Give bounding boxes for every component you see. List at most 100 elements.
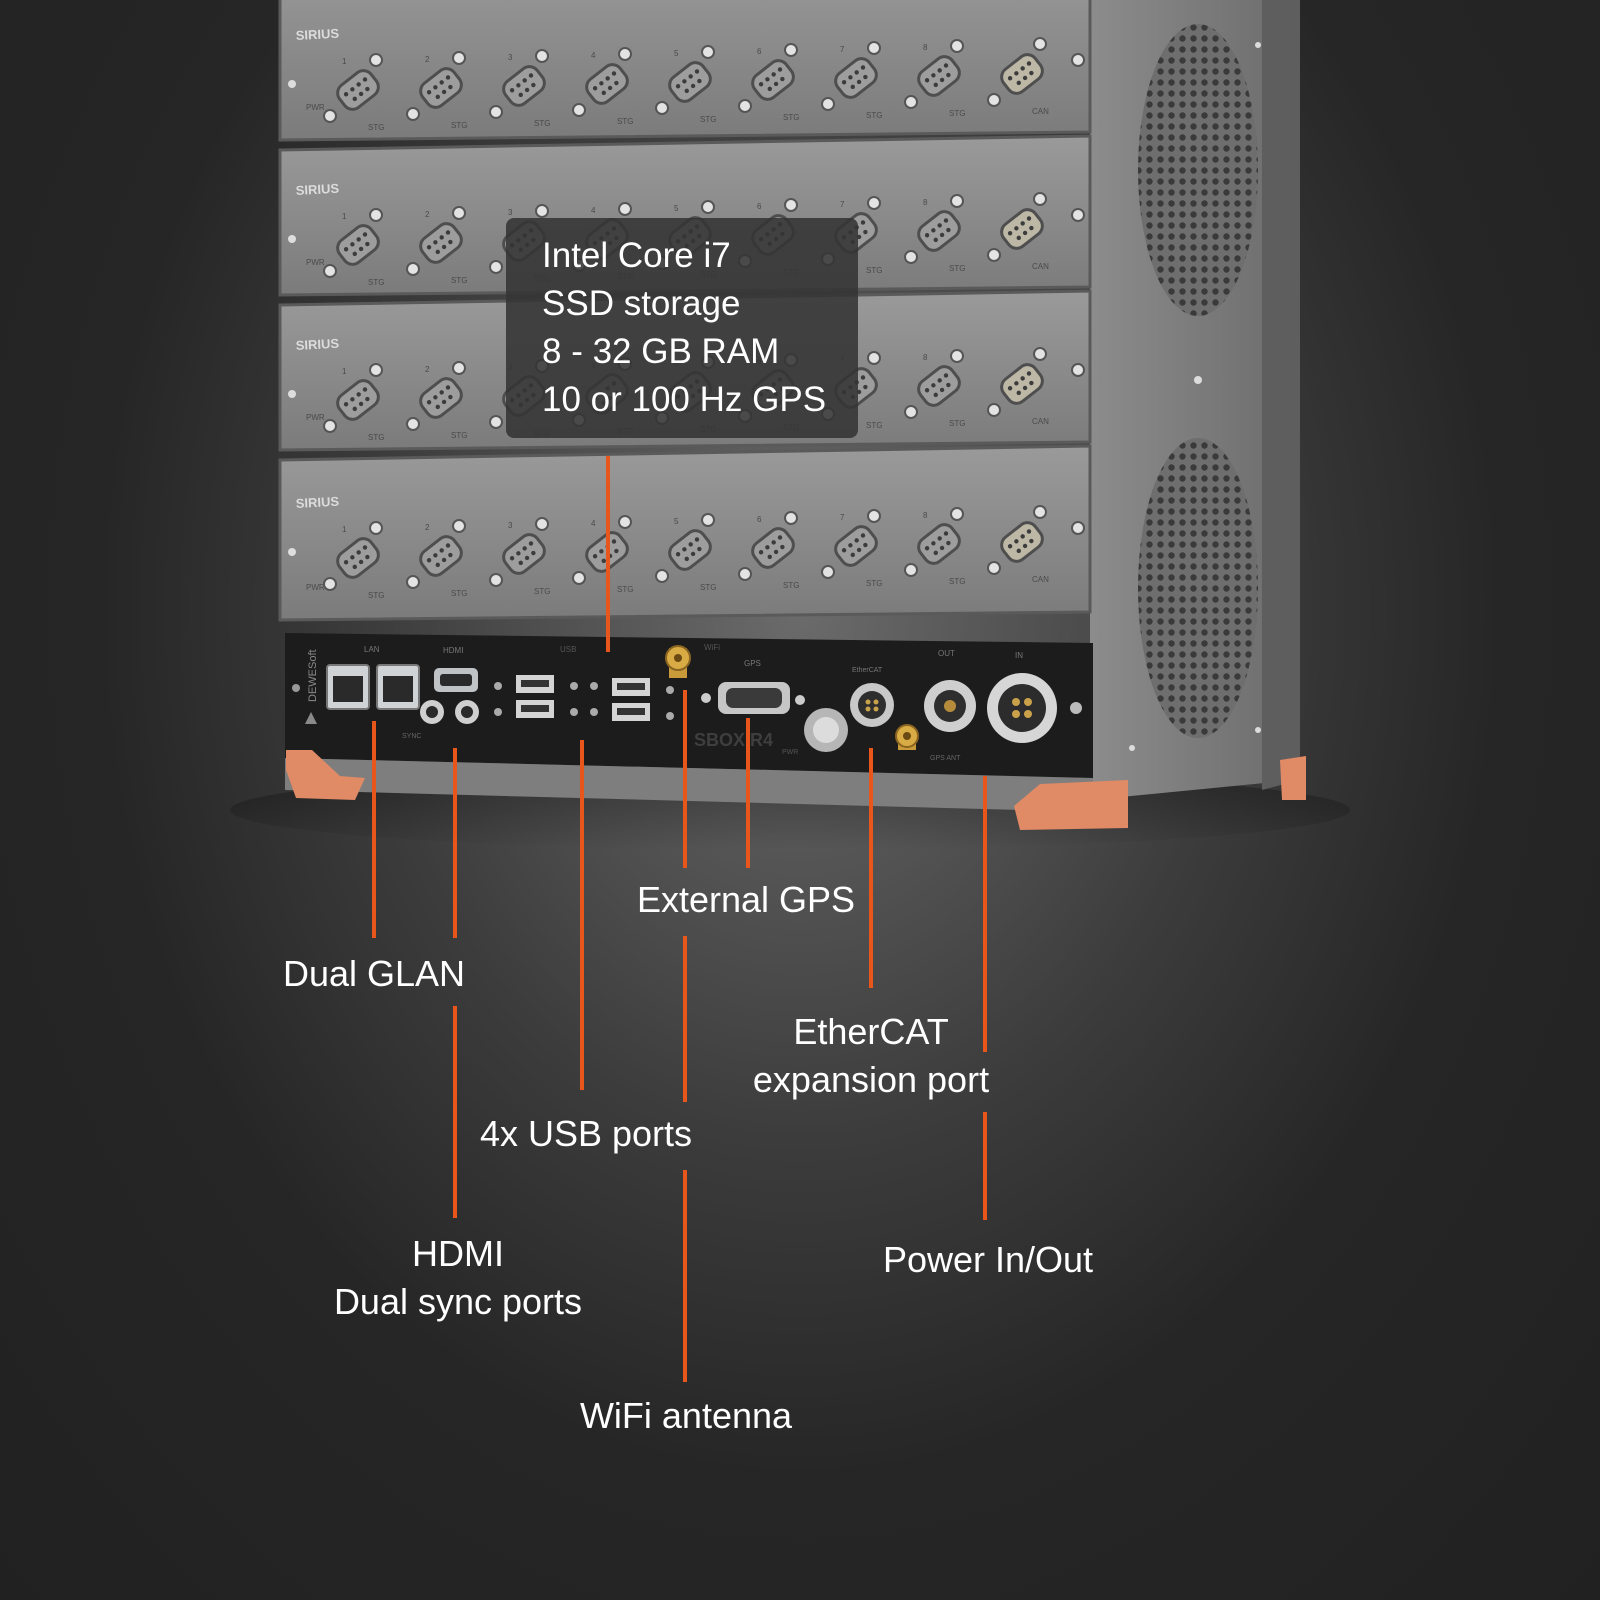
channel-connector — [336, 379, 380, 421]
channel-tag-text: STG — [534, 119, 550, 128]
channel-tag-text: STG — [368, 433, 384, 442]
channel-tag-text: STG — [368, 278, 384, 287]
channel-tag-text: STG — [949, 109, 965, 118]
sync-ports: SYNC — [402, 700, 479, 740]
hdmi-port[interactable]: HDMI — [434, 646, 478, 692]
bumpers — [286, 750, 1306, 830]
channel-number-text: 3 — [508, 208, 513, 217]
bumper-front-left — [286, 750, 365, 800]
channel-number-text: 1 — [342, 212, 347, 221]
channel-number-text: 2 — [425, 55, 430, 64]
svg-text:HDMI: HDMI — [443, 646, 463, 655]
module-pwr-text: PWR — [306, 258, 325, 267]
channel-connector — [917, 365, 961, 407]
label-dual-glan: Dual GLAN — [282, 953, 466, 994]
channel-connector — [917, 55, 961, 97]
channel-connector — [419, 377, 463, 419]
leader-lines — [372, 456, 987, 1382]
label-usb-ports: 4x USB ports — [479, 1113, 693, 1154]
channel-tag-text: STG — [534, 587, 550, 596]
channel-connector — [336, 537, 380, 579]
channel-tag-text: STG — [451, 431, 467, 440]
sirius-module-1: SIRIUSPWRSTG1STG2STG3STG4STG5STG6STG7STG… — [278, 0, 1092, 142]
svg-text:OUT: OUT — [938, 649, 955, 658]
svg-text:LAN: LAN — [364, 645, 380, 654]
channel-connector — [834, 525, 878, 567]
channel-number-text: 4 — [591, 206, 596, 215]
channel-number-text: 8 — [923, 43, 928, 52]
channel-tag-text: STG — [866, 579, 882, 588]
channel-tag-text: STG — [949, 577, 965, 586]
side-panel — [1090, 0, 1300, 800]
module-pwr-text: PWR — [306, 413, 325, 422]
svg-text:GPS ANT: GPS ANT — [930, 755, 961, 762]
channel-number-text: 8 — [923, 511, 928, 520]
can-tag-text: CAN — [1032, 262, 1049, 271]
vent-grille-bottom — [1138, 438, 1258, 738]
channel-number-text: 1 — [342, 367, 347, 376]
can-tag-text: CAN — [1032, 575, 1049, 584]
can-connector — [1000, 208, 1044, 250]
channel-number-text: 2 — [425, 210, 430, 219]
channel-tag-text: STG — [866, 421, 882, 430]
spec-cpu: Intel Core i7 — [542, 236, 731, 275]
channel-number-text: 1 — [342, 57, 347, 66]
channel-tag-text: STG — [866, 111, 882, 120]
label-hdmi-sync: HDMI Dual sync ports — [333, 1233, 583, 1322]
channel-tag-text: STG — [617, 117, 633, 126]
channel-number-text: 5 — [674, 49, 679, 58]
can-connector — [1000, 521, 1044, 563]
module-brand-text: SIRIUS — [295, 26, 339, 43]
channel-tag-text: STG — [451, 589, 467, 598]
channel-connector — [834, 57, 878, 99]
channel-tag-text: STG — [783, 581, 799, 590]
channel-number-text: 2 — [425, 365, 430, 374]
svg-text:USB: USB — [560, 645, 576, 654]
spec-ram: 8 - 32 GB RAM — [542, 332, 780, 371]
module-brand-text: SIRIUS — [295, 494, 339, 511]
channel-tag-text: STG — [368, 591, 384, 600]
module-pwr-text: PWR — [306, 103, 325, 112]
power-button[interactable] — [804, 708, 848, 752]
channel-tag-text: STG — [451, 276, 467, 285]
spec-storage: SSD storage — [542, 284, 741, 323]
channel-number-text: 4 — [591, 51, 596, 60]
svg-text:EtherCAT: EtherCAT — [852, 667, 883, 674]
power-out-port[interactable]: OUT — [924, 649, 976, 732]
gps-antenna-connector[interactable]: GPS ANT — [895, 724, 961, 762]
channel-number-text: 8 — [923, 353, 928, 362]
channel-tag-text: STG — [700, 583, 716, 592]
channel-connector — [751, 527, 795, 569]
vent-grille-top — [1138, 24, 1258, 316]
gps-port[interactable]: GPS — [701, 659, 805, 714]
channel-number-text: 3 — [508, 521, 513, 530]
channel-tag-text: STG — [949, 419, 965, 428]
channel-number-text: 7 — [840, 200, 845, 209]
svg-text:SYNC: SYNC — [402, 733, 421, 740]
channel-number-text: 7 — [840, 45, 845, 54]
sbox-front-panel: DEWESoft LAN HDMI SYNC USB — [285, 633, 1093, 812]
channel-connector — [751, 59, 795, 101]
channel-tag-text: STG — [451, 121, 467, 130]
channel-tag-text: STG — [617, 585, 633, 594]
power-in-port[interactable]: IN — [987, 651, 1057, 743]
channel-connector — [917, 523, 961, 565]
channel-number-text: 3 — [508, 53, 513, 62]
channel-connector — [336, 69, 380, 111]
channel-number-text: 4 — [591, 519, 596, 528]
wifi-antenna-connector[interactable]: WiFi — [665, 643, 720, 678]
lan-ports: LAN — [326, 645, 420, 710]
channel-connector — [585, 63, 629, 105]
channel-tag-text: STG — [866, 266, 882, 275]
channel-connector — [419, 535, 463, 577]
svg-text:PWR: PWR — [782, 749, 798, 756]
channel-tag-text: STG — [949, 264, 965, 273]
channel-number-text: 8 — [923, 198, 928, 207]
svg-text:WiFi: WiFi — [704, 643, 720, 652]
channel-number-text: 6 — [757, 515, 762, 524]
channel-number-text: 2 — [425, 523, 430, 532]
spec-box: Intel Core i7 SSD storage 8 - 32 GB RAM … — [506, 218, 858, 438]
channel-number-text: 5 — [674, 204, 679, 213]
module-pwr-text: PWR — [306, 583, 325, 592]
ethercat-port[interactable]: EtherCAT — [850, 667, 894, 727]
